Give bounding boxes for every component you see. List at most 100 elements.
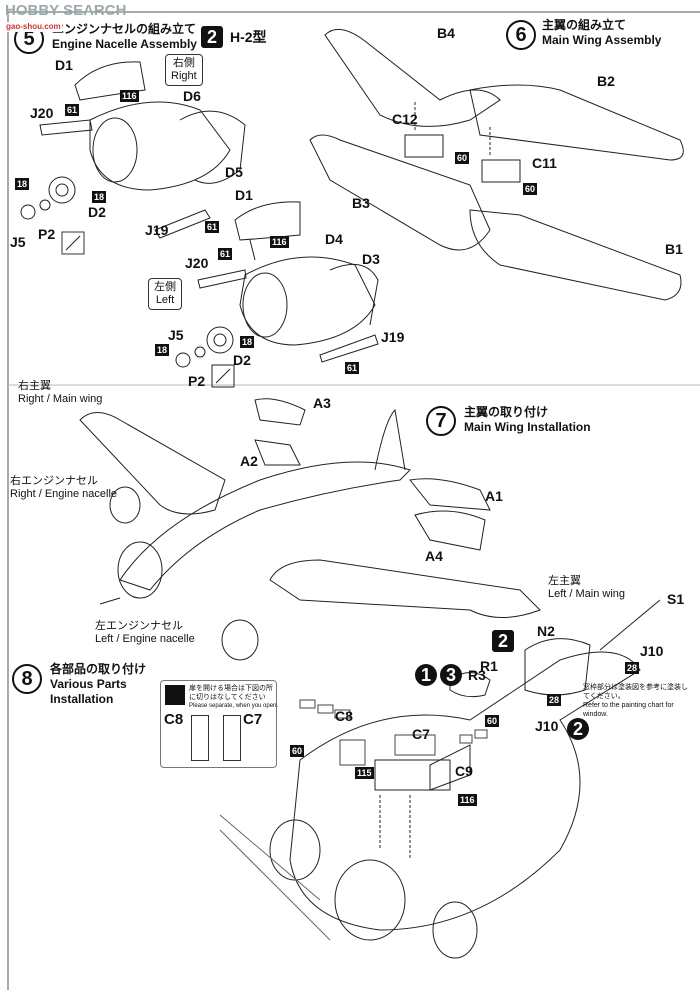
part-label: D5 xyxy=(225,164,243,180)
color-code: 28 xyxy=(625,662,640,674)
part-label: S1 xyxy=(667,591,685,607)
part-label: D2 xyxy=(233,352,251,368)
step-7-title-jp: 主翼の取り付け xyxy=(464,405,549,419)
part-label: D2 xyxy=(88,204,106,220)
part-label: J10 xyxy=(640,643,664,659)
part-label: A3 xyxy=(313,395,331,411)
door-cut-note: 扉を開ける場合は下図の所に切りはなしてください Please separate,… xyxy=(160,680,279,768)
part-label: C12 xyxy=(392,111,418,127)
part-label: D4 xyxy=(325,231,343,247)
right-en: Right xyxy=(171,70,197,82)
cut-icon xyxy=(165,685,185,705)
part-label: R1 xyxy=(480,658,498,674)
part-label: B2 xyxy=(597,73,615,89)
window-note-en: Refer to the painting chart for window. xyxy=(583,702,674,718)
right-nacelle-jp: 右エンジンナセル xyxy=(10,475,98,487)
color-code: 18 xyxy=(15,178,30,190)
step-7-title-en: Main Wing Installation xyxy=(464,420,591,434)
left-wing-en: Left / Main wing xyxy=(548,588,626,600)
part-label: C8 xyxy=(335,708,353,724)
window-paint-note: 窓枠部分は塗装図を参考に塗装してください。 Refer to the painti… xyxy=(583,683,693,719)
variant-badge: 1 xyxy=(415,664,437,686)
step-8-title-jp: 各部品の取り付け xyxy=(50,662,147,676)
part-label: B4 xyxy=(437,25,455,41)
left-jp: 左側 xyxy=(154,281,176,293)
color-code: 18 xyxy=(155,344,170,356)
part-label: J19 xyxy=(145,222,169,238)
part-label: R3 xyxy=(468,667,486,683)
right-nacelle-en: Right / Engine nacelle xyxy=(10,488,118,500)
part-label: J19 xyxy=(381,329,405,345)
step-6-title-en: Main Wing Assembly xyxy=(542,33,662,47)
c8-door-diagram xyxy=(191,715,209,761)
part-label: J20 xyxy=(30,105,54,121)
variant-badge: 2 xyxy=(492,630,514,652)
left-nacelle-en: Left / Engine nacelle xyxy=(95,633,195,645)
color-code: 61 xyxy=(345,362,360,374)
left-wing-jp: 左主翼 xyxy=(548,575,581,587)
color-code: 18 xyxy=(240,336,255,348)
color-code: 28 xyxy=(547,694,562,706)
part-label: J20 xyxy=(185,255,209,271)
variant-badge: 2 xyxy=(567,718,589,740)
part-label: C7 xyxy=(243,711,263,728)
color-code: 116 xyxy=(120,90,139,102)
step-5-title-jp: エンジンナセルの組み立て xyxy=(52,22,197,36)
color-code: 116 xyxy=(458,794,477,806)
right-nacelle-drawing xyxy=(20,61,246,255)
step-5-title-en: Engine Nacelle Assembly xyxy=(52,37,197,51)
color-code: 60 xyxy=(523,183,538,195)
right-wing-en: Right / Main wing xyxy=(18,393,103,405)
window-note-jp: 窓枠部分は塗装図を参考に塗装してください。 xyxy=(583,684,688,700)
door-note-jp: 扉を開ける場合は下図の所に切りはなしてください xyxy=(189,685,273,701)
color-code: 116 xyxy=(270,236,289,248)
color-code: 61 xyxy=(205,221,220,233)
part-label: J5 xyxy=(168,327,184,343)
left-nacelle-drawing xyxy=(175,201,379,388)
part-label: J10 xyxy=(535,718,559,734)
color-code: 61 xyxy=(65,104,80,116)
color-code: 60 xyxy=(455,152,470,164)
part-label: P2 xyxy=(188,373,206,389)
right-wing-jp: 右主翼 xyxy=(18,380,51,392)
variant-label: H-2型 xyxy=(230,29,267,45)
variant-badge: 2 xyxy=(201,26,223,48)
c7-door-diagram xyxy=(223,715,241,761)
part-label: C8 xyxy=(164,711,184,728)
color-code: 60 xyxy=(485,715,500,727)
step-6-number: 6 xyxy=(506,20,536,50)
right-jp: 右側 xyxy=(172,57,195,69)
part-label: C7 xyxy=(412,726,430,742)
part-label: D3 xyxy=(362,251,380,267)
left-en: Left xyxy=(155,294,175,306)
step-8-title-en1: Various Parts xyxy=(50,677,127,691)
various-parts-drawing xyxy=(219,599,661,959)
part-label: N2 xyxy=(537,623,555,639)
part-label: A4 xyxy=(425,548,443,564)
part-label: B3 xyxy=(352,195,370,211)
step-6-title-jp: 主翼の組み立て xyxy=(542,18,627,32)
part-label: D6 xyxy=(183,88,201,104)
fuselage-wing-installation-drawing xyxy=(79,398,541,661)
color-code: 61 xyxy=(218,248,233,260)
left-nacelle-jp: 左エンジンナセル xyxy=(95,620,183,632)
variant-badge: 3 xyxy=(440,664,462,686)
wing-assembly-drawing xyxy=(309,28,684,301)
part-label: P2 xyxy=(38,226,56,242)
color-code: 60 xyxy=(290,745,305,757)
part-label: A1 xyxy=(485,488,503,504)
color-code: 115 xyxy=(355,767,374,779)
part-label: D1 xyxy=(55,57,73,73)
part-label: D1 xyxy=(235,187,253,203)
step-8-number: 8 xyxy=(12,664,42,694)
step-7-number: 7 xyxy=(426,406,456,436)
part-label: C11 xyxy=(532,155,557,171)
part-label: A2 xyxy=(240,453,258,469)
step-8-title-en2: Installation xyxy=(50,692,114,706)
part-label: C9 xyxy=(455,763,473,779)
door-note-en: Please separate, when you open. xyxy=(189,703,279,709)
